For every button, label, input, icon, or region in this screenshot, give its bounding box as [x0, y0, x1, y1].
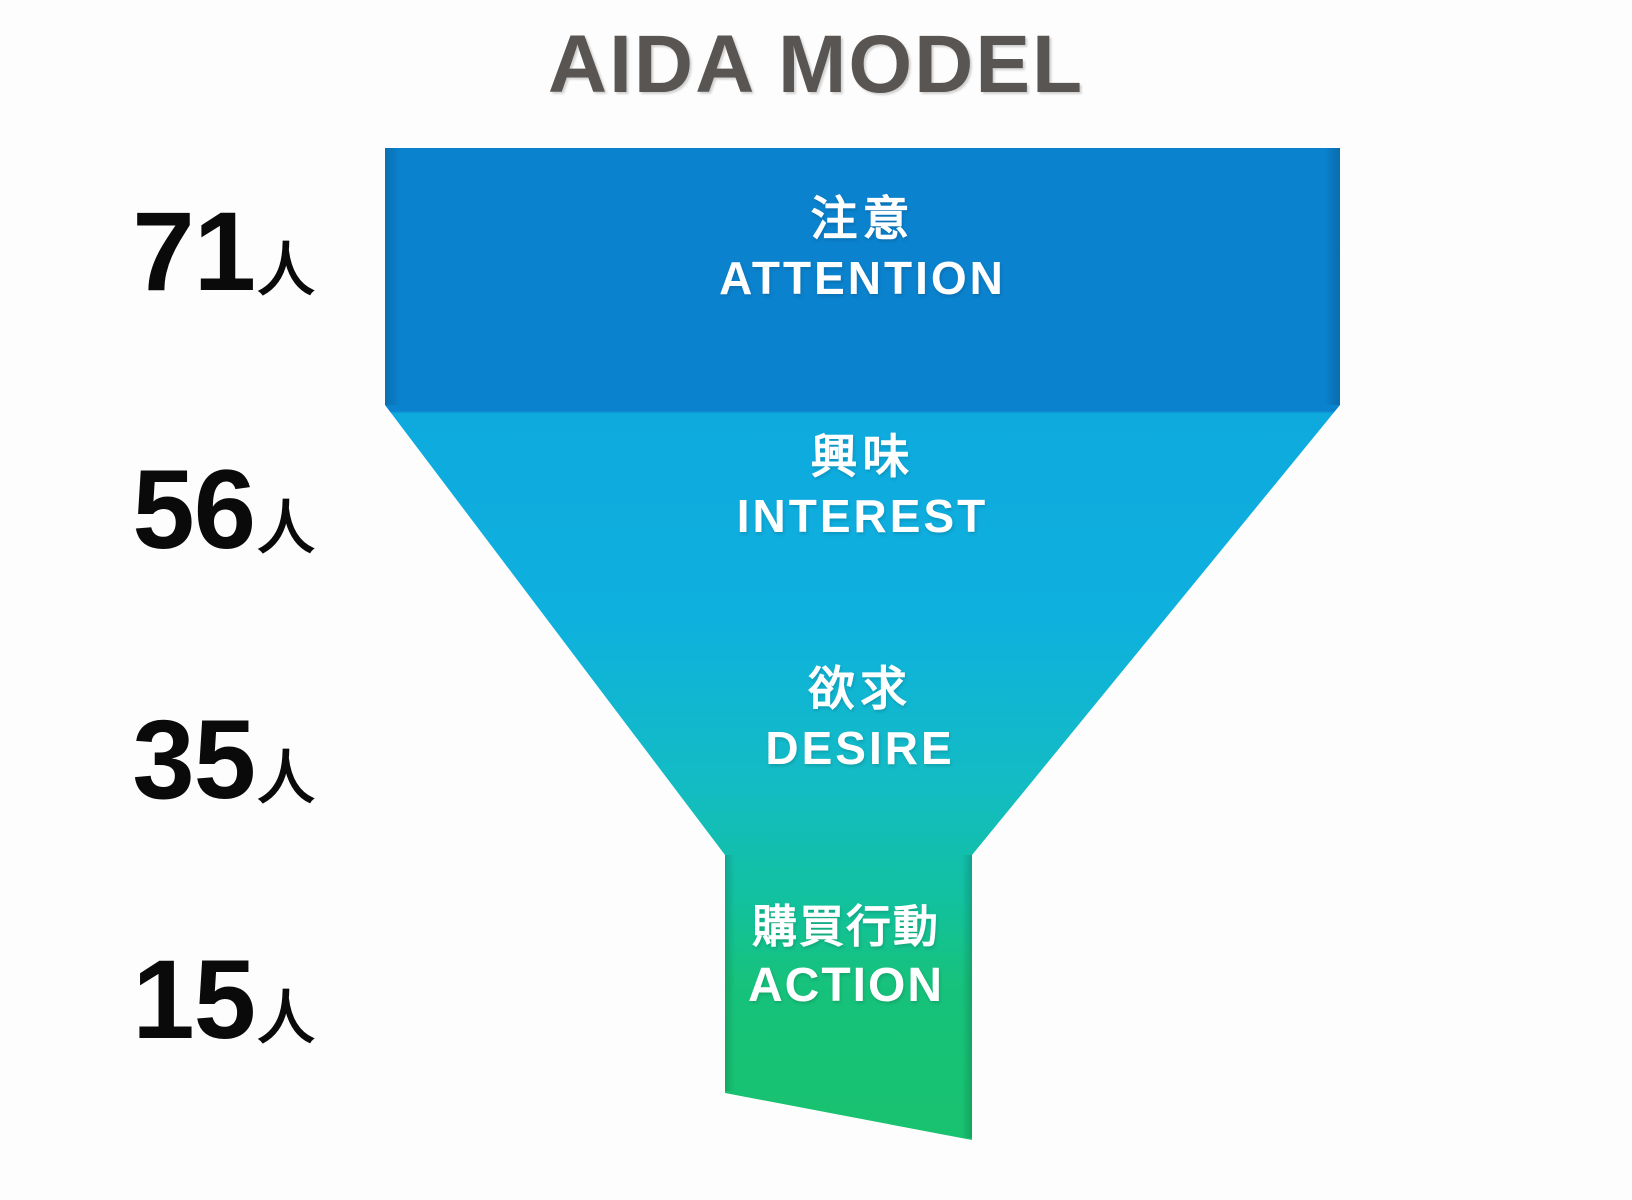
metric-desire: 35人: [0, 704, 360, 816]
metric-interest: 56人: [0, 454, 360, 566]
funnel-stage-attention-jp: 注意: [810, 192, 915, 247]
funnel-stage-interest-jp: 興味: [810, 430, 915, 485]
metric-attention-unit: 人: [256, 236, 315, 304]
metric-desire-unit: 人: [256, 744, 315, 812]
metric-attention-value: 71: [132, 189, 256, 314]
funnel-stage-action: 購買行動 ACTION: [660, 903, 1032, 1012]
funnel-stage-interest-en: INTEREST: [736, 489, 989, 542]
funnel-stage-desire-en: DESIRE: [765, 721, 955, 774]
funnel-stage-attention-en: ATTENTION: [719, 251, 1006, 304]
funnel-stage-attention: 注意 ATTENTION: [385, 195, 1340, 303]
funnel-stage-action-en: ACTION: [748, 958, 944, 1012]
funnel-stage-interest: 興味 INTEREST: [385, 433, 1340, 541]
metric-interest-value: 56: [132, 447, 256, 572]
metric-attention: 71人: [0, 196, 360, 308]
metric-action-value: 15: [132, 937, 256, 1062]
page-title: AIDA MODEL: [547, 19, 1085, 110]
funnel-body: [385, 148, 1340, 1140]
funnel-stage-action-jp: 購買行動: [751, 900, 940, 953]
funnel-stage-desire: 欲求 DESIRE: [500, 665, 1220, 773]
funnel-stage-desire-jp: 欲求: [808, 662, 912, 717]
metric-action: 15人: [0, 944, 360, 1056]
metric-desire-value: 35: [132, 697, 256, 822]
metric-column: 71人 56人 35人 15人: [0, 0, 360, 1200]
metric-action-unit: 人: [256, 984, 315, 1052]
metric-interest-unit: 人: [256, 494, 315, 562]
